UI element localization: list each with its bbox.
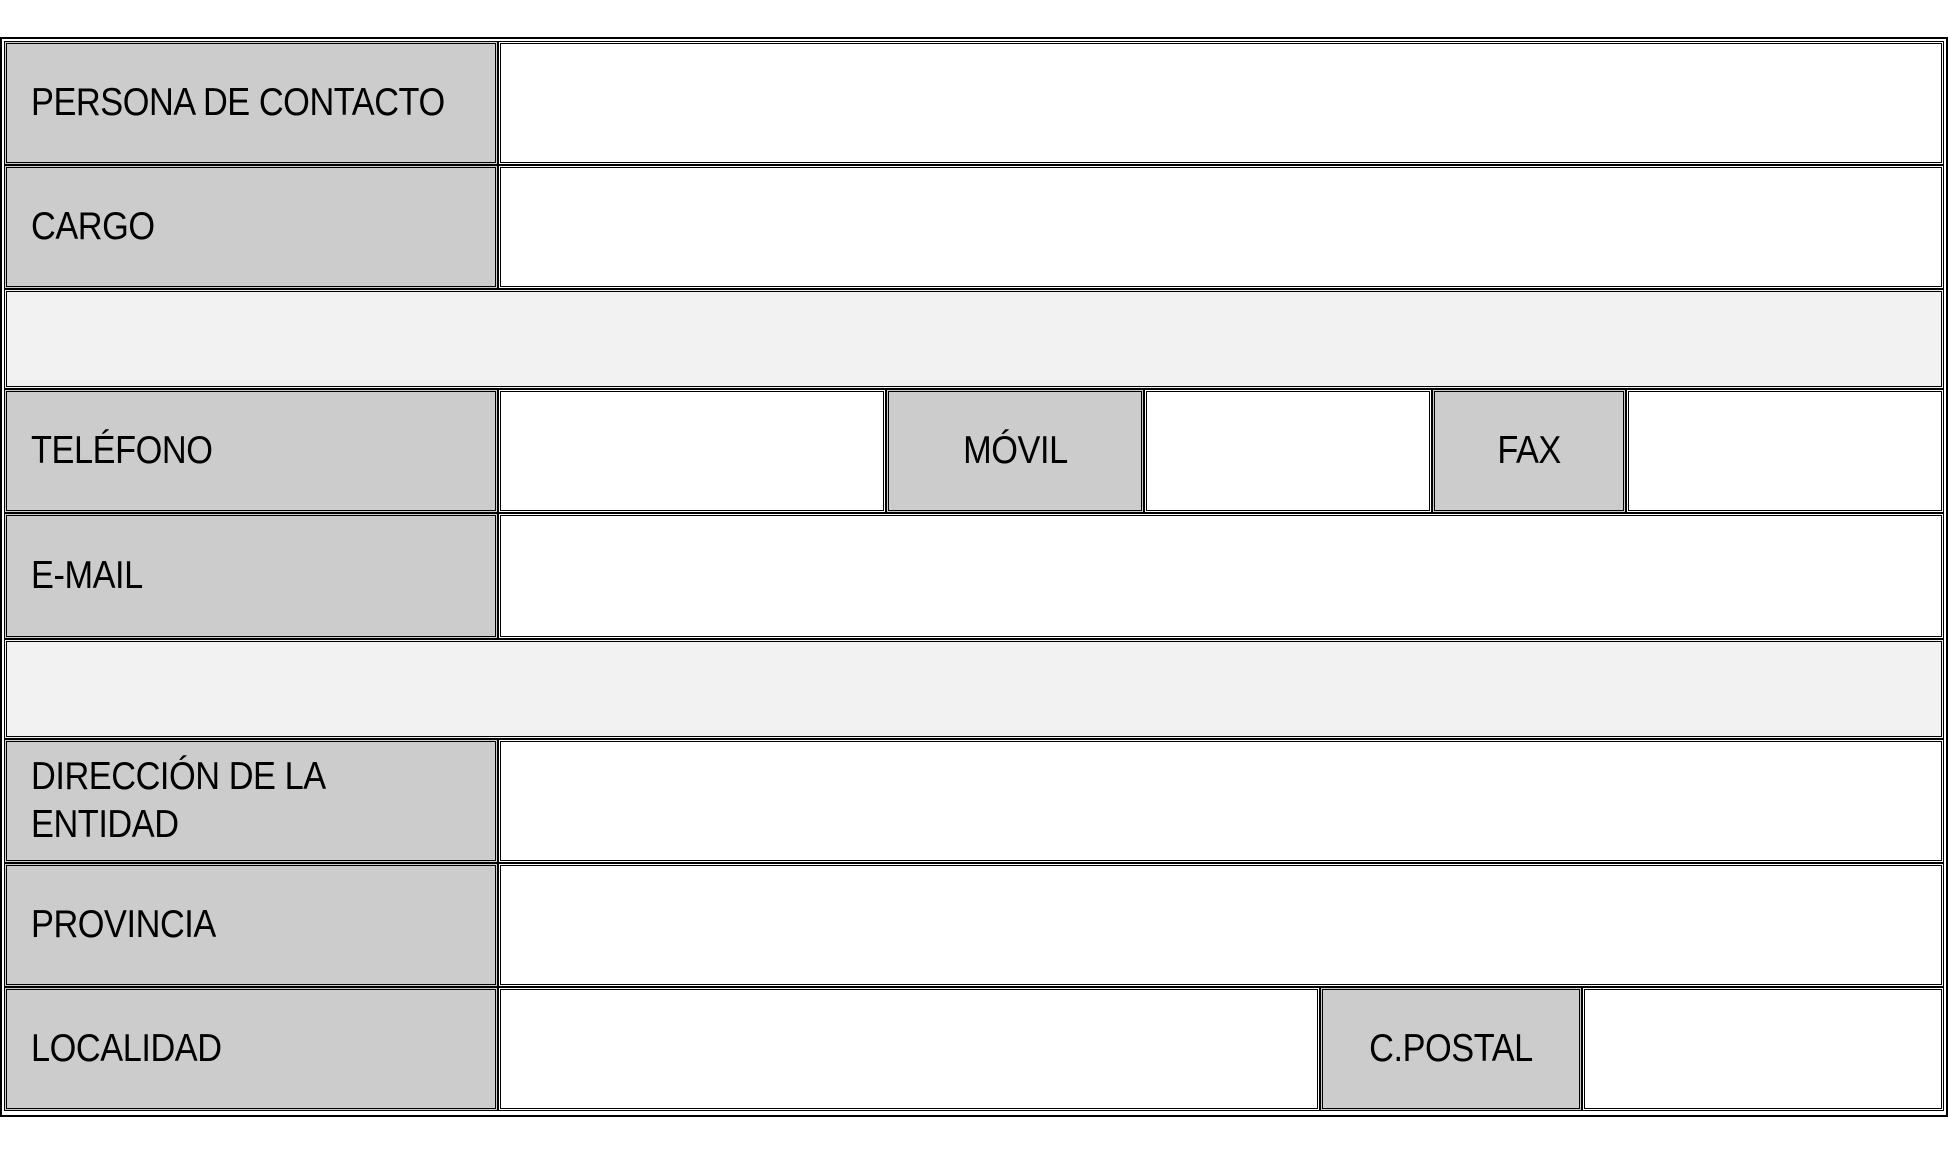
position-label-text: CARGO <box>31 205 155 248</box>
mobile-label-text: MÓVIL <box>962 429 1068 472</box>
fax-field[interactable] <box>1626 389 1944 513</box>
address-label: DIRECCIÓN DE LA ENTIDAD <box>4 739 498 863</box>
fax-label: FAX <box>1432 389 1626 513</box>
email-label: E-MAIL <box>4 513 498 639</box>
province-label-text: PROVINCIA <box>31 903 216 946</box>
address-label-text: DIRECCIÓN DE LA ENTIDAD <box>31 755 324 846</box>
spacer-row <box>4 639 1944 739</box>
mobile-field[interactable] <box>1144 389 1432 513</box>
locality-label-text: LOCALIDAD <box>31 1027 222 1070</box>
position-label: CARGO <box>4 165 498 289</box>
fax-label-text: FAX <box>1497 429 1561 472</box>
phone-label-text: TELÉFONO <box>31 429 213 472</box>
province-field[interactable] <box>498 863 1944 987</box>
spacer-row <box>4 289 1944 389</box>
phone-label: TELÉFONO <box>4 389 498 513</box>
postal-code-label: C.POSTAL <box>1320 987 1582 1111</box>
contact-person-field[interactable] <box>498 41 1944 165</box>
province-label: PROVINCIA <box>4 863 498 987</box>
contact-form-table: PERSONA DE CONTACTO CARGO TELÉFONO MÓVIL… <box>0 37 1948 1117</box>
postal-code-field[interactable] <box>1582 987 1944 1111</box>
email-field[interactable] <box>498 513 1944 639</box>
mobile-label: MÓVIL <box>886 389 1144 513</box>
phone-field[interactable] <box>498 389 886 513</box>
contact-person-label-text: PERSONA DE CONTACTO <box>31 81 445 124</box>
locality-field[interactable] <box>498 987 1320 1111</box>
position-field[interactable] <box>498 165 1944 289</box>
contact-person-label: PERSONA DE CONTACTO <box>4 41 498 165</box>
address-field[interactable] <box>498 739 1944 863</box>
email-label-text: E-MAIL <box>31 554 143 597</box>
postal-code-label-text: C.POSTAL <box>1369 1027 1533 1070</box>
locality-label: LOCALIDAD <box>4 987 498 1111</box>
